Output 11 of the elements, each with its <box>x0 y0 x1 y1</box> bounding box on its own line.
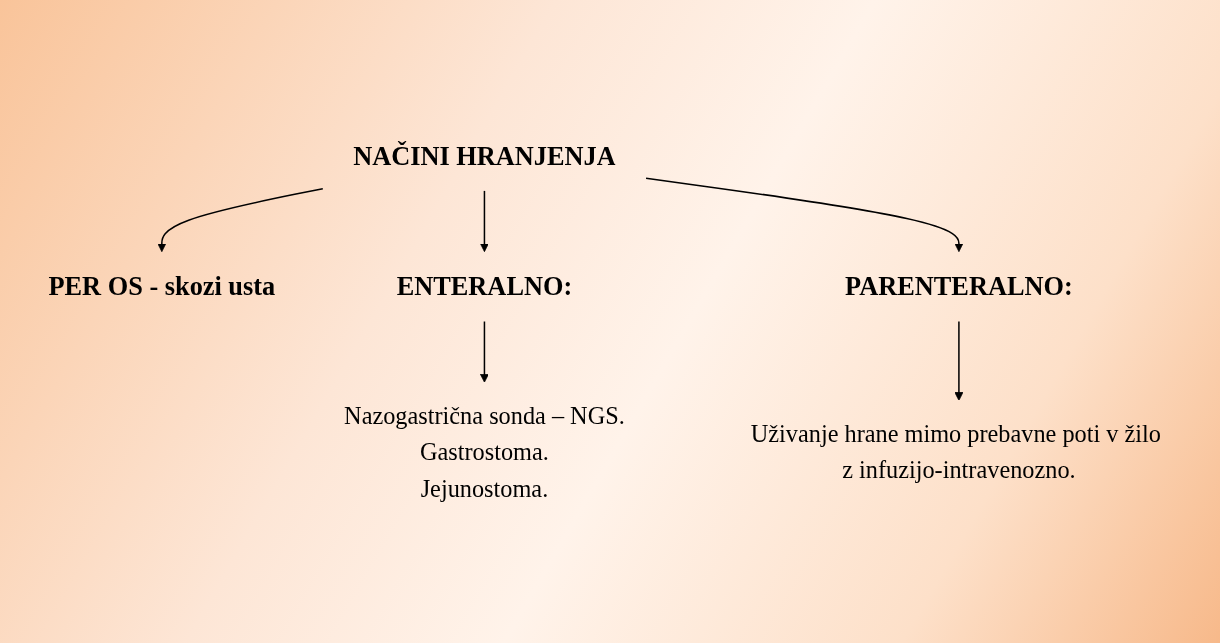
arrow <box>157 187 324 253</box>
node-text: PARENTERALNO: <box>845 271 1073 302</box>
node-text: PER OS - skozi usta <box>48 271 276 302</box>
node-text: NAČINI HRANJENJA <box>353 141 616 171</box>
arrow <box>954 320 964 401</box>
node-text: Nazogastrična sonda – NGS. Gastrostoma. Jejunostoma. <box>344 402 625 502</box>
arrow <box>645 177 964 253</box>
arrow <box>480 190 489 253</box>
node-text: ENTERALNO: <box>396 271 573 302</box>
arrow <box>480 320 489 383</box>
node-text: Uživanje hrane mimo prebavne poti v žilo z infuzijo-intravenozno. <box>750 420 1161 484</box>
